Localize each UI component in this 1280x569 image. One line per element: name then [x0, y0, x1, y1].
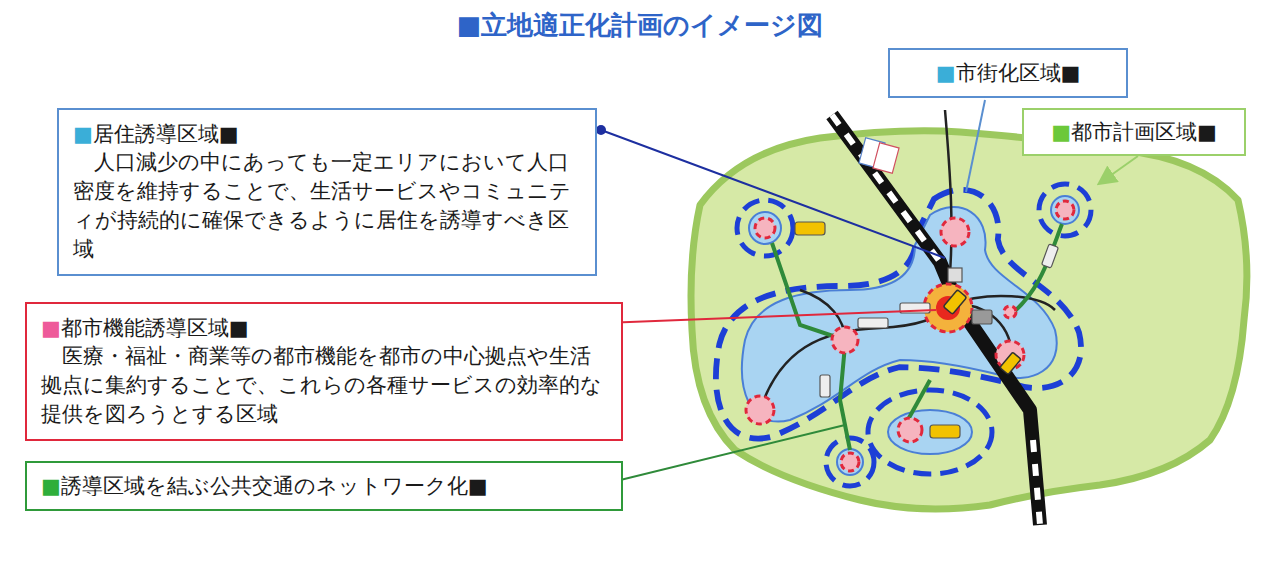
- map-shape: [604, 310, 936, 323]
- map-shape: [832, 115, 940, 262]
- diagram-title: ■立地適正化計画のイメージ図: [0, 8, 1280, 43]
- box-heading: ■市街化区域■: [900, 59, 1116, 87]
- box-heading: ■都市計画区域■: [1034, 118, 1234, 146]
- map-shape: [1051, 196, 1079, 224]
- vehicle-icon: [795, 138, 1058, 438]
- map-shape: [832, 115, 1040, 525]
- map-shape: [820, 375, 830, 397]
- map-shape: [795, 222, 825, 235]
- map-shape: [924, 284, 972, 332]
- map-shape: [737, 200, 793, 256]
- map-shape: [941, 218, 969, 246]
- map-shape: [837, 449, 863, 475]
- map-shape: [772, 243, 845, 340]
- area-label-box: ■都市計画区域■: [1022, 108, 1246, 156]
- transport-network: [772, 224, 1062, 450]
- map-shape: [1004, 306, 1016, 318]
- map-shape: [1100, 156, 1138, 183]
- map-shape: [888, 410, 972, 454]
- callout-box: ■居住誘導区域■人口減少の中にあっても一定エリアにおいて人口密度を維持することで…: [57, 108, 597, 276]
- map-shape: [1056, 201, 1074, 219]
- box-body: 人口減少の中にあっても一定エリアにおいて人口密度を維持することで、生活サービスや…: [73, 148, 581, 264]
- map-shape: [1010, 224, 1062, 315]
- map-shape: [966, 100, 985, 192]
- map-shape: [746, 396, 774, 424]
- map-shape: [873, 143, 899, 173]
- map-shape: [943, 290, 966, 315]
- callout-box: ■都市機能誘導区域■医療・福祉・商業等の都市機能を都市の中心拠点や生活拠点に集約…: [25, 302, 623, 441]
- map-shape: [755, 218, 775, 238]
- box-body: 医療・福祉・商業等の都市機能を都市の中心拠点や生活拠点に集約することで、これらの…: [41, 342, 607, 429]
- map-shape: [898, 418, 922, 442]
- map-shape: [948, 268, 962, 282]
- leader-line: [596, 100, 1138, 489]
- map-shape: [596, 125, 606, 135]
- map-shape: [832, 327, 858, 353]
- map-shape: [858, 318, 888, 328]
- area-label-box: ■市街化区域■: [888, 48, 1128, 98]
- city-function-hub: [746, 201, 1074, 471]
- map-shape: [1042, 244, 1059, 268]
- map-shape: [841, 453, 859, 471]
- callout-box: ■誘導区域を結ぶ公共交通のネットワーク化■: [25, 461, 623, 511]
- map-shape: [749, 212, 781, 244]
- map-shape: [1039, 184, 1091, 236]
- map-shape: [601, 130, 945, 258]
- map-shape: [840, 345, 850, 450]
- map-shape: [1033, 440, 1040, 525]
- map-shape: [1000, 352, 1021, 374]
- road: [760, 110, 1055, 410]
- central-hub: [924, 284, 1021, 375]
- map-shape: [868, 390, 992, 474]
- box-heading: ■誘導区域を結ぶ公共交通のネットワーク化■: [41, 472, 607, 500]
- map-shape: [604, 425, 845, 484]
- box-heading: ■居住誘導区域■: [73, 120, 581, 148]
- map-shape: [972, 310, 992, 324]
- railway: [832, 115, 1040, 525]
- city-planning-area: [691, 131, 1247, 509]
- map-shape: [930, 425, 960, 438]
- box-heading: ■都市機能誘導区域■: [41, 314, 607, 342]
